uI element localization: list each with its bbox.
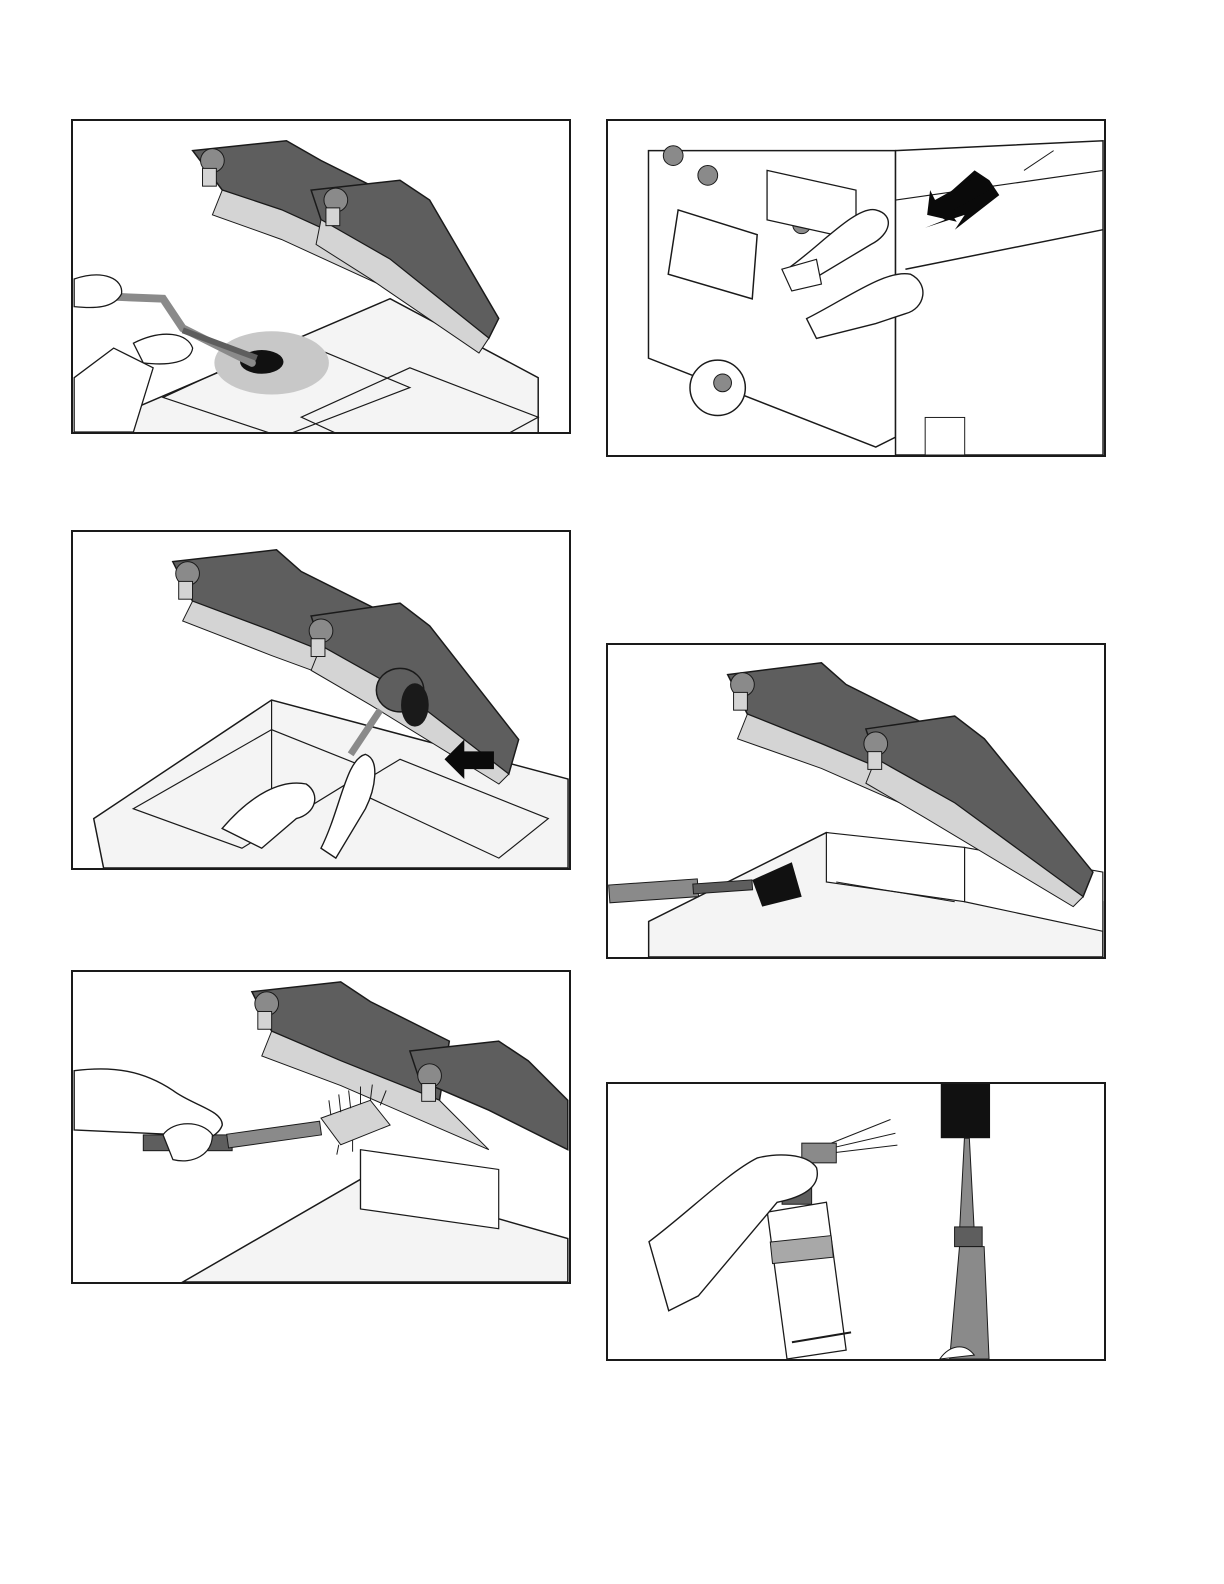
spray-bottle-illustration — [608, 1084, 1104, 1359]
remove-panel-illustration — [608, 121, 1104, 455]
scraper-vat-illustration — [608, 645, 1104, 957]
figure-roller — [71, 530, 571, 870]
squeegee-illustration — [73, 121, 569, 432]
figure-squeegee — [71, 119, 571, 434]
grill-brush-illustration — [73, 972, 569, 1282]
figure-spray-bottle — [606, 1082, 1106, 1361]
roller-illustration — [73, 532, 569, 868]
figure-remove-panel — [606, 119, 1106, 457]
figure-scraper-vat — [606, 643, 1106, 959]
figure-grill-brush — [71, 970, 571, 1284]
